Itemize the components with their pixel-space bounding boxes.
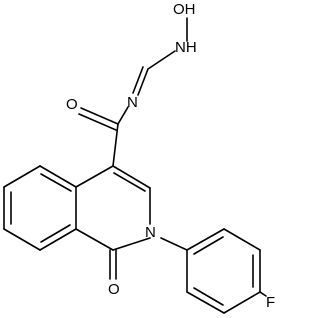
bond-n2-phenyl <box>160 237 188 251</box>
bond-c8-c8a <box>39 228 77 251</box>
label-amide-o: O <box>66 96 78 113</box>
chemical-structure: OH NH N O N O F <box>3 1 275 314</box>
bond-ph-c1-c2-inner <box>193 236 224 255</box>
bond-ph-c5-c6 <box>186 291 225 314</box>
label-fluorine: F <box>266 294 275 311</box>
bond-c-f <box>259 291 267 297</box>
bond-c1-c8a <box>75 228 114 251</box>
bond-c5-c6 <box>3 165 41 188</box>
atom-labels: OH NH N O N O F <box>66 1 275 311</box>
bond-ph-c5-c6-inner <box>193 287 224 306</box>
label-ring-n: N <box>145 224 156 241</box>
bond-carbonyl-c4 <box>112 123 119 167</box>
bond-c4-c3-double-a <box>112 165 151 189</box>
bond-c4a-c5 <box>39 165 77 188</box>
bond-n-carbonyl <box>117 106 129 125</box>
bond-ph-c4-c5 <box>223 291 261 314</box>
label-amine-nh: NH <box>175 39 197 56</box>
bond-c4-c3-double-b <box>113 172 146 192</box>
label-ring-o: O <box>108 281 120 298</box>
bond-co-double-a <box>80 107 119 125</box>
label-hydroxy: OH <box>173 1 196 18</box>
bonds <box>3 17 267 314</box>
label-imine-n: N <box>127 94 138 111</box>
bond-c4a-c5-inner <box>40 173 72 192</box>
bond-n2-c1 <box>112 237 151 251</box>
bond-ph-c2-c3 <box>223 228 261 251</box>
bond-nh-ch <box>147 50 176 70</box>
bond-co-double-b <box>78 113 117 131</box>
bond-c8-c8a-inner <box>40 224 71 243</box>
bond-ph-c1-c2 <box>186 228 225 251</box>
bond-ch-n-double-b <box>132 66 144 94</box>
bond-ch-n-double-a <box>137 68 149 96</box>
bond-c7-c8 <box>3 228 41 251</box>
bond-c4a-c4 <box>75 165 114 188</box>
